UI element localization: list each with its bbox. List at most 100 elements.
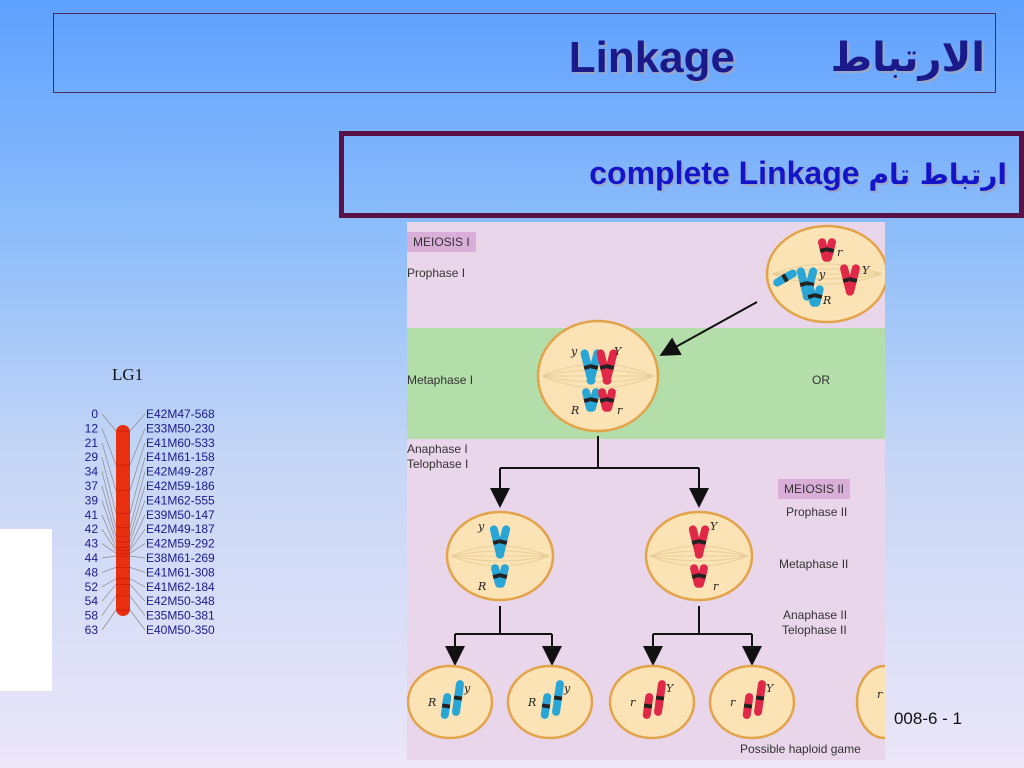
map-connector-left [101, 555, 117, 559]
map-connector-left [101, 595, 117, 616]
map-marker: E41M62-184 [146, 580, 215, 594]
map-marker: E42M50-348 [146, 594, 215, 608]
map-position: 12 [85, 421, 99, 435]
or-label: OR [812, 373, 830, 387]
map-connector-left [101, 584, 117, 602]
map-connector-right [129, 555, 146, 559]
map-connector-left [101, 457, 117, 514]
map-marker: E41M60-533 [146, 436, 215, 450]
map-connector-right [129, 457, 146, 514]
linkage-group-label: LG1 [112, 365, 144, 384]
map-connector-right [129, 428, 146, 466]
chromosome-blue [773, 269, 797, 287]
allele-label: r [630, 696, 636, 709]
white-block [0, 529, 52, 691]
chromosome-blue [497, 564, 509, 588]
map-position: 43 [85, 537, 99, 551]
title-box: الارتباط Linkage [53, 13, 996, 93]
allele-label: R [822, 294, 831, 307]
chromosome-blue [588, 388, 600, 412]
map-connector-left [101, 471, 117, 528]
chromosome-gamete [654, 680, 666, 716]
chromosome-red [846, 264, 860, 296]
map-connector-left [101, 485, 117, 537]
allele-label: R [477, 580, 486, 593]
chromosome-gamete [552, 680, 564, 716]
map-connector-right [129, 442, 146, 491]
map-marker: E42M49-187 [146, 522, 215, 536]
centromere [498, 573, 508, 579]
centromere [605, 364, 615, 370]
arrow-prophase-to-metaphase [659, 301, 758, 356]
centromere [813, 293, 823, 299]
anaphase1-label: Anaphase I [407, 442, 468, 456]
centromere [643, 703, 653, 709]
centromere [553, 695, 563, 701]
chromosome-blue [802, 267, 818, 301]
allele-label: Y [666, 682, 675, 695]
map-connector-left [101, 609, 117, 631]
anaphase2-label: Anaphase II [783, 608, 848, 622]
map-marker: E42M59-186 [146, 479, 215, 493]
map-connector-right [129, 609, 146, 631]
map-connector-left [101, 578, 117, 588]
centromere [743, 703, 753, 709]
map-position: 48 [85, 565, 99, 579]
spindle-fiber [450, 555, 550, 567]
allele-label: r [730, 696, 736, 709]
map-connector-right [129, 595, 146, 616]
centromere [781, 273, 789, 283]
spindle-fiber [771, 263, 883, 275]
map-connector-left [101, 543, 117, 554]
centromere [848, 277, 858, 283]
centromere [589, 397, 599, 403]
subtitle-box: complete Linkage ارتباط تام [339, 131, 1024, 218]
map-position: 63 [85, 623, 99, 637]
map-marker: E40M50-350 [146, 623, 215, 637]
spindle-fiber [541, 369, 655, 377]
meiosis-diagram: MEIOSIS I Prophase I Metaphase I OR Anap… [407, 222, 885, 760]
allele-label: r [713, 580, 719, 593]
map-position: 54 [85, 594, 99, 608]
centromere [825, 247, 835, 253]
map-marker: E42M59-292 [146, 537, 215, 551]
chromosome-blue [495, 525, 511, 559]
map-connector-right [129, 500, 146, 542]
allele-label: r [617, 404, 623, 417]
allele-label: R [427, 696, 436, 709]
allele-label: y [563, 682, 571, 695]
chromosome-gamete [742, 693, 754, 719]
chromosome-bar [116, 425, 130, 616]
map-marker: E38M61-269 [146, 551, 215, 565]
map-position: 29 [85, 450, 99, 464]
map-connector-right [129, 485, 146, 537]
map-connector-right [129, 471, 146, 528]
centromere [541, 703, 551, 709]
allele-label: Y [614, 345, 623, 358]
centromere [755, 695, 765, 701]
allele-label: R [527, 696, 536, 709]
metaphase1-label: Metaphase I [407, 373, 474, 387]
centromere [697, 539, 707, 545]
map-connector-left [101, 428, 117, 466]
map-marker: E42M47-568 [146, 407, 215, 421]
spindle-fiber [649, 555, 749, 567]
map-position: 44 [85, 551, 99, 565]
map-connector-right [129, 413, 146, 432]
subtitle-arabic: ارتباط تام [868, 158, 1007, 191]
map-connector-left [101, 567, 117, 573]
map-connector-left [101, 514, 117, 548]
allele-label: r [837, 246, 843, 259]
allele-label: R [570, 404, 579, 417]
meiosis1-label: MEIOSIS I [407, 232, 476, 253]
map-connector-left [101, 529, 117, 551]
haploid-gametes-label: Possible haploid game [740, 742, 861, 756]
map-position: 37 [85, 479, 99, 493]
chromosome-red [824, 238, 836, 262]
chromosome-red [604, 388, 616, 412]
metaphase2-label: Metaphase II [779, 557, 849, 571]
map-connector-right [129, 543, 146, 554]
map-position: 52 [85, 580, 99, 594]
footer-page-number: 008-6 - 1 [893, 709, 962, 728]
subtitle: complete Linkage ارتباط تام [589, 155, 1007, 191]
